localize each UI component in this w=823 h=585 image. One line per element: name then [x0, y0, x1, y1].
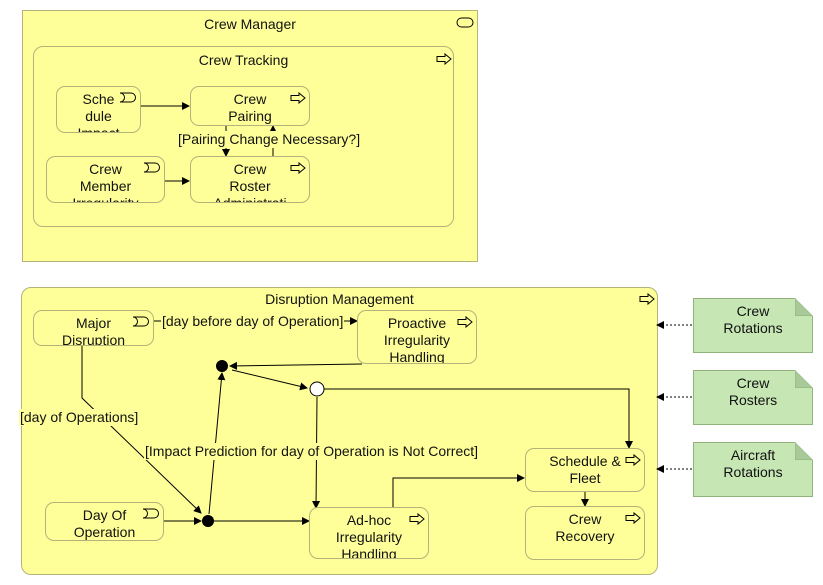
process-crew-pairing[interactable]: Crew Pairing — [190, 86, 310, 126]
node-line: Irregularity — [72, 195, 139, 203]
folded-corner-icon — [795, 370, 813, 388]
node-line: Administrati — [213, 195, 287, 203]
note-line: Crew — [736, 303, 770, 319]
note-line: Crew — [736, 375, 770, 391]
node-line: Handling — [389, 349, 445, 364]
group-disruption-management-title: Disruption Management — [265, 291, 414, 307]
node-line: Pairing — [228, 108, 272, 124]
group-crew-tracking-title: Crew Tracking — [198, 52, 289, 68]
guard-impact-prediction: [Impact Prediction for day of Operation … — [144, 443, 480, 460]
edge-adhoc-to-schedule — [392, 474, 525, 507]
data-object-crew-rosters[interactable]: Crew Rosters — [693, 370, 813, 425]
node-line: Crew — [568, 511, 602, 527]
process-arrow-icon — [639, 293, 655, 305]
event-icon — [143, 162, 160, 173]
guard-pairing-change: [Pairing Change Necessary?] — [177, 131, 362, 148]
event-schedule-impact[interactable]: Sche dule Impact — [56, 86, 141, 133]
node-line: Member — [79, 178, 132, 194]
node-line: Impact — [77, 125, 120, 133]
event-icon — [119, 92, 136, 103]
node-line: Crew — [233, 91, 267, 107]
folded-corner-icon — [795, 298, 813, 316]
process-crew-roster-administration[interactable]: Crew Roster Administrati — [190, 156, 310, 203]
node-line: Proactive — [387, 315, 447, 331]
data-object-aircraft-rotations[interactable]: Aircraft Rotations — [693, 442, 813, 497]
process-crew-recovery[interactable]: Crew Recovery — [525, 506, 645, 560]
node-line: Irregularity — [335, 529, 403, 545]
edge-or-to-schedule — [324, 388, 633, 449]
node-line: Irregularity — [383, 332, 451, 348]
process-arrow-icon — [290, 162, 306, 174]
process-arrow-icon — [625, 454, 641, 466]
junction-and-1 — [216, 360, 228, 372]
process-schedule-fleet[interactable]: Schedule & Fleet — [525, 448, 645, 492]
edge-junction-to-or — [231, 369, 308, 391]
node-line: Fleet — [569, 470, 601, 486]
note-line: Aircraft — [730, 447, 776, 463]
group-crew-manager-title: Crew Manager — [204, 16, 296, 32]
node-line: Disruption — [61, 332, 126, 346]
process-arrow-icon — [290, 92, 306, 104]
guard-day-before: [day before day of Operation] — [161, 313, 345, 330]
guard-day-of-operations: [day of Operations] — [19, 409, 140, 426]
node-line: Crew — [233, 161, 267, 177]
data-object-crew-rotations[interactable]: Crew Rotations — [693, 298, 813, 353]
process-proactive-irregularity-handling[interactable]: Proactive Irregularity Handling — [357, 310, 477, 364]
event-icon — [132, 316, 149, 327]
edge-proactive-to-junction — [229, 361, 363, 370]
note-line: Rotations — [723, 464, 783, 480]
process-adhoc-irregularity-handling[interactable]: Ad-hoc Irregularity Handling — [309, 507, 429, 559]
node-line: dule — [85, 108, 112, 124]
junction-and-2 — [202, 515, 214, 527]
node-line: Operation — [73, 524, 136, 540]
node-line: Day Of — [82, 507, 127, 523]
process-arrow-icon — [436, 53, 452, 65]
event-icon — [142, 508, 159, 519]
service-icon — [456, 17, 474, 28]
process-arrow-icon — [625, 512, 641, 524]
node-line: Handling — [341, 546, 397, 559]
note-line: Rotations — [723, 320, 783, 336]
process-arrow-icon — [457, 316, 473, 328]
note-line: Rosters — [728, 392, 778, 408]
node-line: Ad-hoc — [346, 512, 392, 528]
process-arrow-icon — [409, 513, 425, 525]
node-line: Sche — [82, 91, 115, 107]
node-line: Schedule & — [549, 453, 621, 469]
event-crew-member-irregularity[interactable]: Crew Member Irregularity — [46, 156, 165, 203]
node-line: Roster — [229, 178, 271, 194]
event-day-of-operation[interactable]: Day Of Operation — [45, 502, 164, 541]
junction-or — [309, 381, 325, 397]
edge-major-to-join — [81, 346, 202, 514]
node-line: Major — [75, 315, 111, 331]
event-major-disruption[interactable]: Major Disruption — [33, 310, 154, 346]
node-line: Crew — [89, 161, 122, 177]
folded-corner-icon — [795, 442, 813, 460]
node-line: Recovery — [555, 528, 615, 544]
